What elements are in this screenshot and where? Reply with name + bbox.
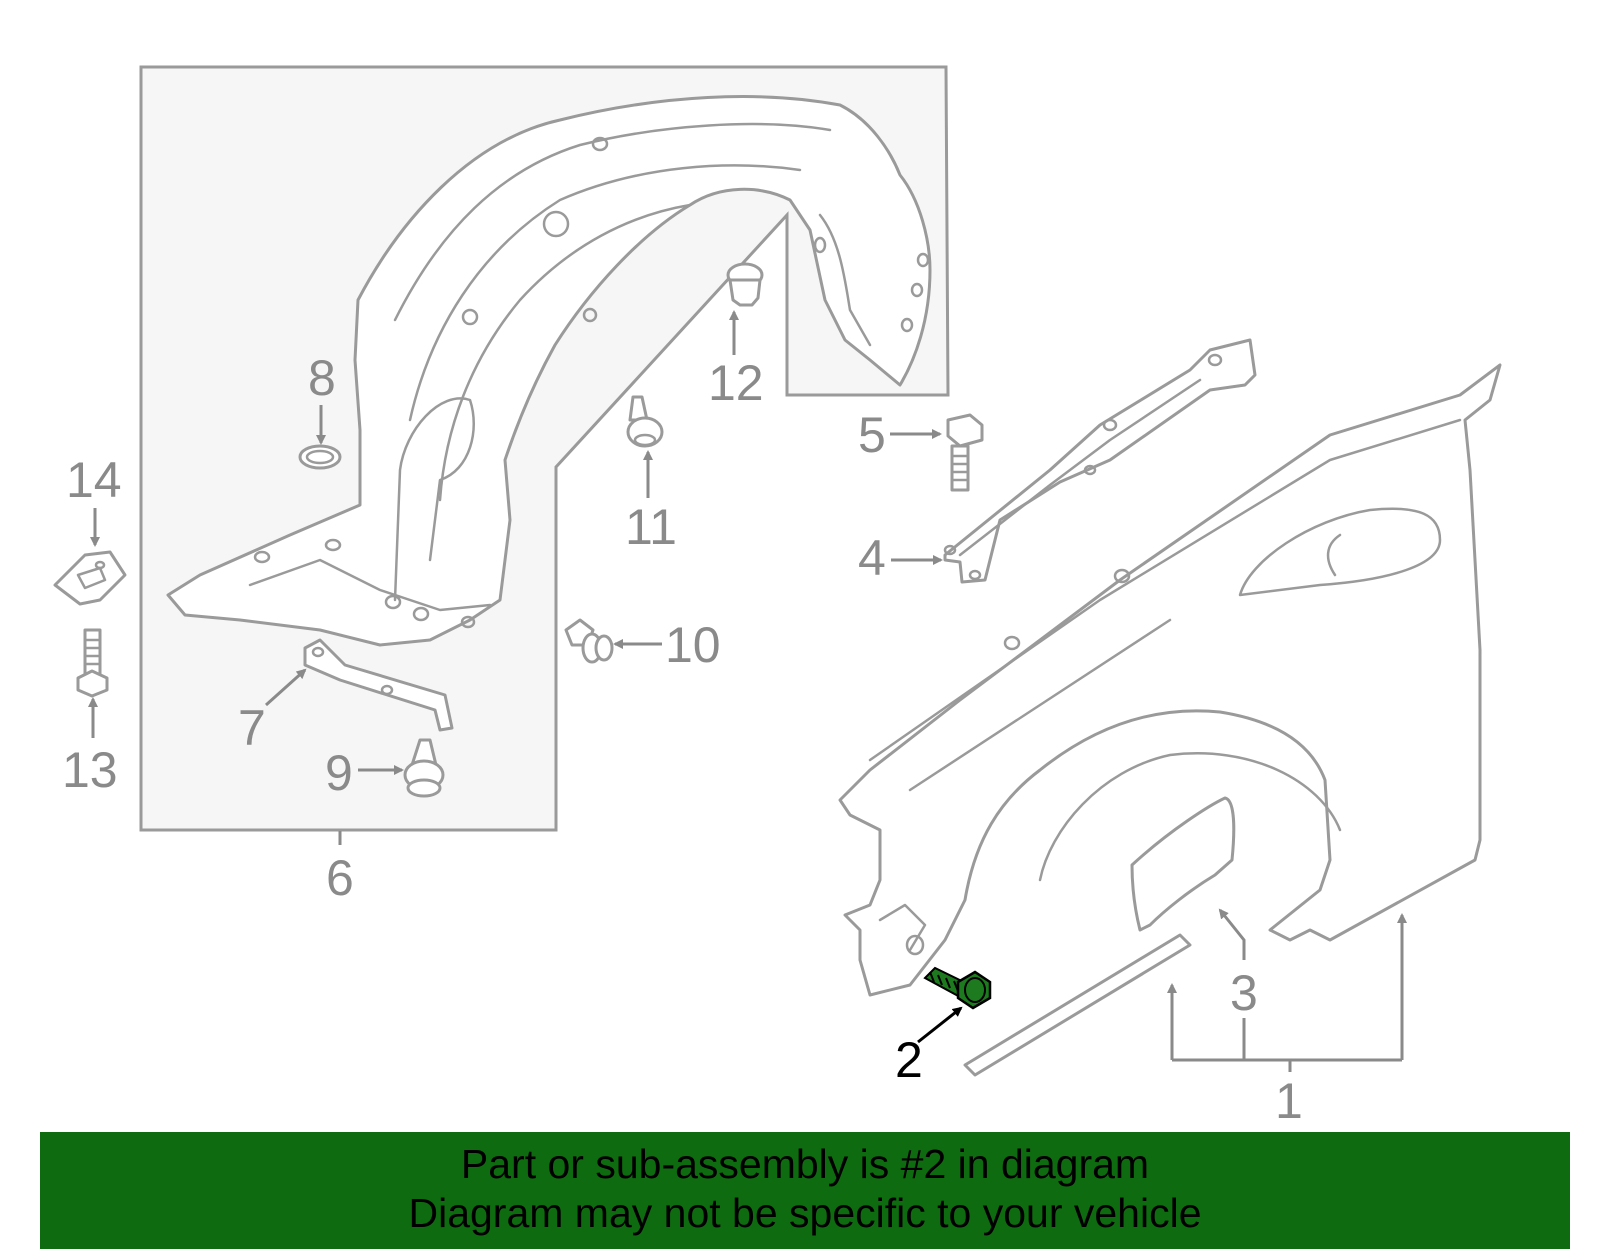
mud-guard-3 [1130,796,1236,932]
fender-1 [838,363,1502,997]
info-banner: Part or sub-assembly is #2 in diagram Di… [40,1132,1570,1249]
fender-moulding [963,933,1192,1077]
callout-9: 9 [325,745,353,801]
callout-5: 5 [858,407,886,463]
callout-11: 11 [625,499,677,555]
callout-13: 13 [62,742,118,798]
subassembly-6-box [139,65,950,832]
callout-10: 10 [665,617,721,673]
fender-liner [166,95,932,647]
callout-12: 12 [708,355,764,411]
callout-7: 7 [238,700,266,756]
callout-4: 4 [858,530,886,586]
callout-2[interactable]: 2 [895,1032,923,1088]
callout-8: 8 [308,350,336,406]
banner-line-1: Part or sub-assembly is #2 in diagram [460,1141,1150,1187]
clip-nut-14 [53,550,127,606]
clip-9 [403,738,445,798]
liner-bracket-7 [303,638,454,732]
callout-14: 14 [66,452,122,508]
callout-1: 1 [1275,1073,1303,1129]
callout-3: 3 [1230,965,1258,1021]
washer-8 [298,444,342,470]
callout-6: 6 [326,850,354,906]
grommet-11 [626,395,664,448]
fender-reinforcement-4 [943,338,1257,584]
fender-bolt-2-highlighted[interactable] [923,966,992,1010]
leader-lines [88,310,1407,1072]
bolt-5 [946,413,984,492]
clip-10 [564,618,614,664]
banner-line-2: Diagram may not be specific to your vehi… [408,1190,1202,1236]
bolt-13 [76,628,109,698]
nut-12 [726,262,764,307]
